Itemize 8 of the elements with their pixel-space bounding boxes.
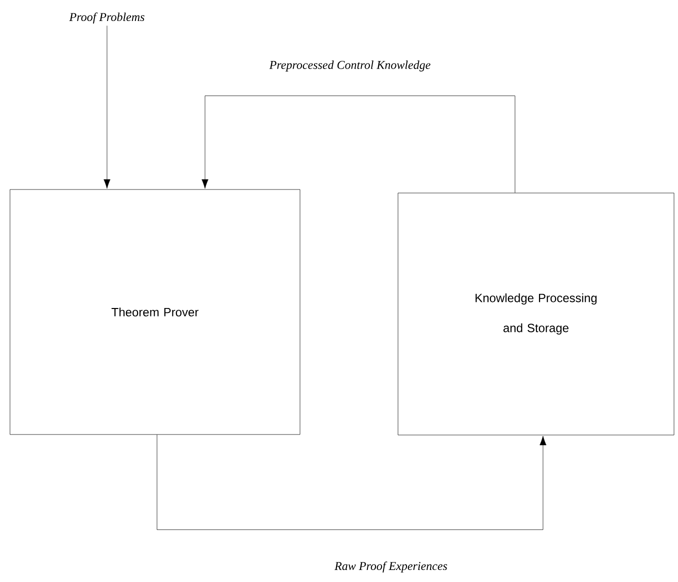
- process-box: Knowledge Processing and Storage: [398, 192, 674, 436]
- arrow: [104, 26, 110, 189]
- process-box: Theorem Prover: [10, 189, 300, 435]
- arrow: [156, 434, 546, 530]
- arrow: [202, 96, 516, 193]
- edge-label: Preprocessed Control Knowledge: [269, 60, 430, 72]
- edge-label: Raw Proof Experiences: [334, 562, 448, 572]
- input-label: Proof Problems: [69, 12, 144, 24]
